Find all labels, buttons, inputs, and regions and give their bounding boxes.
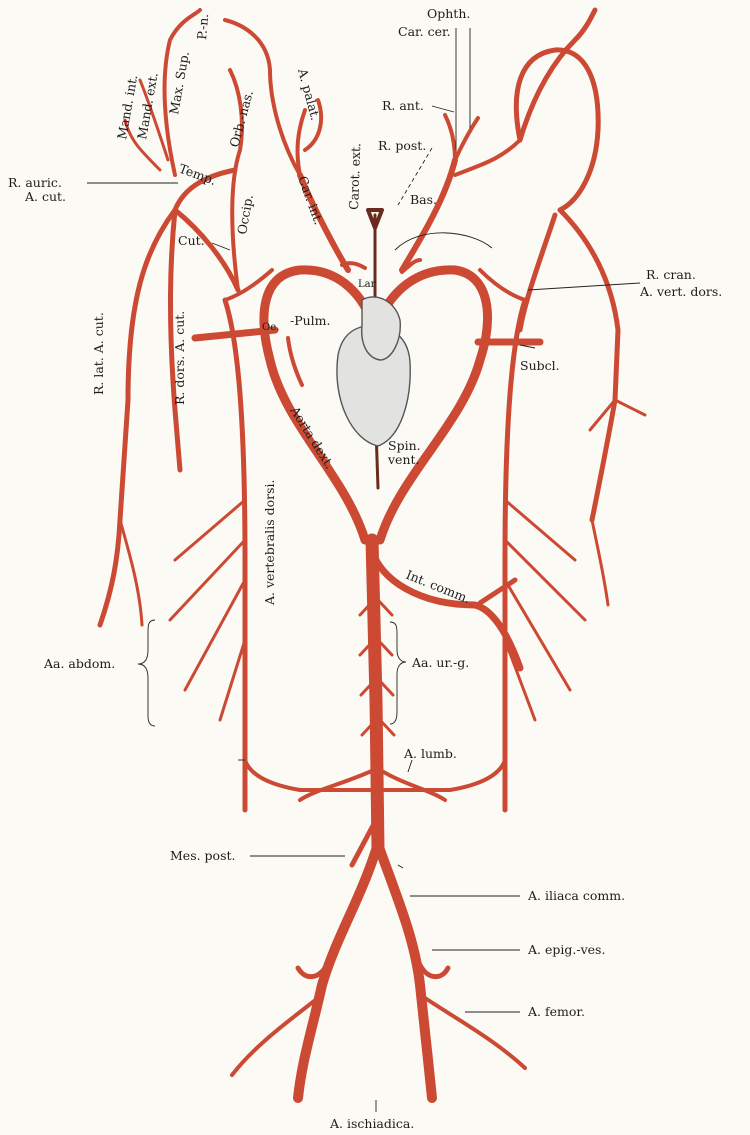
a-vertebralis-dorsi-left — [225, 300, 245, 810]
right-head-loop-2 — [516, 50, 598, 210]
label-aa-ur-g: Aa. ur.-g. — [411, 655, 469, 670]
a-epig-ves-right — [420, 965, 448, 977]
label-r-ant: R. ant. — [382, 98, 424, 113]
r-lat-a-cut-branch-left — [120, 520, 142, 625]
label-aorta-dext: Aorta dext. — [287, 403, 338, 472]
label-subcl: Subcl. — [520, 358, 560, 373]
heart — [337, 297, 410, 446]
label-car-cer: Car. cer. — [398, 24, 451, 39]
label-occip: Occip. — [234, 193, 256, 235]
label-a-lumb: A. lumb. — [403, 746, 457, 761]
label-mes-post: Mes. post. — [170, 848, 236, 863]
a-iliaca-left — [298, 850, 376, 1098]
r-lat-a-cut-left — [100, 210, 175, 625]
label-cut: Cut. — [178, 233, 205, 248]
label-a-iliaca-comm: A. iliaca comm. — [527, 888, 625, 903]
label-p-n: P.-n. — [194, 13, 211, 40]
label-orb-nas: Orb.-nas. — [226, 89, 256, 149]
a-lumb-right — [380, 770, 445, 800]
right-head-loop — [520, 10, 595, 140]
label-spin-vent-2: vent. — [387, 452, 420, 467]
right-palat — [455, 140, 520, 175]
forelimb-branch-right — [590, 400, 645, 605]
r-lat-a-cut-right — [560, 210, 618, 520]
label-max-sup: Max. Sup. — [166, 50, 192, 115]
a-carotis-right — [402, 160, 455, 270]
label-carot-ext: Carot. ext. — [346, 143, 363, 210]
label-r-lat-a-cut: R. lat. A. cut. — [91, 312, 106, 395]
aorta-dorsalis — [372, 540, 378, 850]
label-a-femor: A. femor. — [527, 1004, 585, 1019]
a-oe — [288, 338, 302, 385]
label-car-int: Car. int. — [295, 174, 326, 227]
r-dors-a-cut-right — [520, 215, 555, 330]
label-a-vert-dors: A. vert. dors. — [639, 284, 722, 299]
a-carot-ext-left — [298, 110, 305, 175]
label-ophth: Ophth. — [427, 6, 470, 21]
label-a-epig-ves: A. epig.-ves. — [527, 942, 605, 957]
a-vert-lower-right — [380, 760, 505, 790]
label-bas: Bas. — [410, 192, 437, 207]
car-cer-right — [445, 115, 478, 160]
aa-abdom-right — [505, 500, 585, 720]
label-a-ischiadica: A. ischiadica. — [329, 1116, 414, 1131]
a-lumb-left — [300, 770, 374, 800]
label-r-dors-a-cut: R. dors. A. cut. — [172, 311, 187, 405]
label-r-auric: R. auric. — [8, 175, 62, 190]
label-a-vertebralis-dorsi: A. vertebralis dorsi. — [262, 479, 277, 606]
label-aa-abdom: Aa. abdom. — [43, 656, 115, 671]
a-vert-lower-left — [245, 760, 375, 790]
label-a-palat: A. palat. — [295, 66, 323, 122]
label-a-cut: A. cut. — [24, 189, 66, 204]
a-cut-left — [175, 210, 238, 290]
a-car-int-left — [225, 20, 300, 175]
label-spin-vent-1: Spin. — [388, 438, 421, 453]
label-pulm: -Pulm. — [290, 313, 331, 328]
a-int-comm-branch — [480, 580, 515, 603]
label-lar: Lar — [358, 279, 376, 290]
a-int-comm — [372, 550, 520, 668]
label-oe: Oe. — [262, 322, 279, 333]
label-r-cran: R. cran. — [646, 267, 696, 282]
label-r-post: R. post. — [378, 138, 426, 153]
a-femor-right — [425, 998, 525, 1068]
aa-abdom-left — [170, 500, 245, 720]
